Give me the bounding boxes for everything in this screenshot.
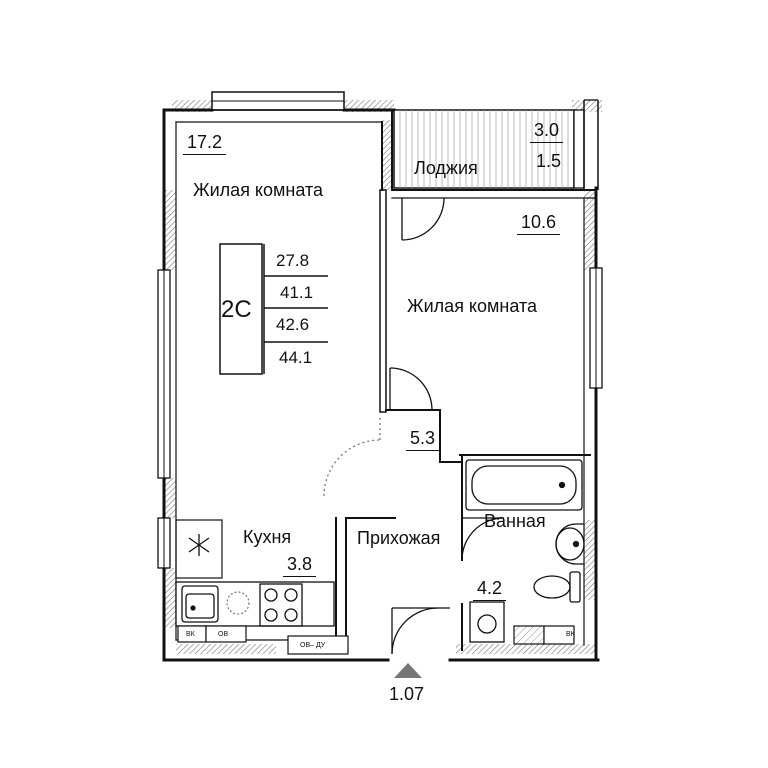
washing-machine-icon [469,601,505,643]
dishwasher-icon [226,591,250,615]
toilet-icon [533,571,581,603]
shaft-label-vk-right: ВК [566,631,575,638]
utility-shafts [177,625,575,655]
hall-name: Прихожая [357,528,441,548]
kitchen-area: 3.8 [283,555,317,577]
area-value-2: 41.1 [280,283,314,302]
living-room-2-area: 10.6 [517,213,561,235]
entrance-level: 1.07 [389,684,425,704]
bathroom-name: Ванная [484,511,546,531]
window-left-room [157,269,171,479]
living-room-2-name: Жилая комната [407,296,538,316]
bathroom-area: 4.2 [473,579,507,601]
shaft-label-ov: ОВ [218,631,229,638]
apartment-code: 2С [221,296,252,323]
kitchen-name: Кухня [243,527,292,547]
hall-area: 5.3 [406,429,440,451]
stove-icon [259,583,303,627]
kitchen-vent-icon [188,534,210,556]
loggia-name: Лоджия [414,158,478,178]
shaft-label-ov-du: ОВ– ДУ [300,642,326,649]
arch-living-room-opening [323,418,381,497]
washbasin-icon [555,523,585,565]
door-bathroom[interactable] [461,517,505,561]
loggia-area-reduced: 1.5 [536,151,562,171]
bathtub-icon [465,459,583,511]
door-right-room[interactable] [389,367,433,411]
sink-icon [181,585,219,623]
window-kitchen [157,517,171,569]
area-value-1: 27.8 [276,251,310,270]
loggia-area-full: 3.0 [530,121,564,143]
loggia-area [393,99,599,190]
door-entrance[interactable] [391,607,450,655]
living-room-1-area: 17.2 [183,133,227,155]
window-right-room [589,267,603,389]
living-room-1-name: Жилая комната [193,180,324,200]
outer-wall-hatching [164,100,602,654]
door-loggia[interactable] [401,197,445,241]
area-value-3: 42.6 [276,315,310,334]
area-table [219,243,328,375]
shaft-label-vk-left: ВК [186,631,195,638]
area-value-4: 44.1 [279,348,313,367]
kitchen-counter [175,581,335,627]
window-top-left [211,91,345,111]
entrance-arrow-icon [394,663,422,678]
